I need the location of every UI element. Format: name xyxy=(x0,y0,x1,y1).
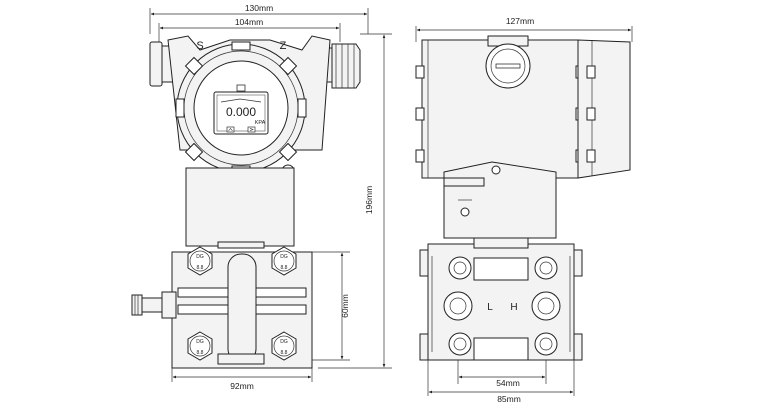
side-neck xyxy=(443,161,557,239)
display-button-up-icon[interactable] xyxy=(226,126,235,133)
svg-text:DG: DG xyxy=(196,254,204,260)
flange-bolt-top-right: DG 8.8 xyxy=(271,246,297,276)
lcd-display: 0.000 KPA xyxy=(213,84,269,135)
svg-text:DG: DG xyxy=(196,339,204,345)
dimension-85: 85mm xyxy=(427,360,575,404)
display-unit: KPA xyxy=(255,120,266,126)
dimension-60: 60mm xyxy=(312,251,350,361)
cover-notches xyxy=(175,41,307,175)
dimension-92-label: 92mm xyxy=(230,381,254,391)
vent-valve xyxy=(131,291,177,319)
flange-bolt-bottom-left: DG 8.8 xyxy=(187,331,213,361)
side-ports xyxy=(443,256,561,356)
svg-text:DG: DG xyxy=(280,254,288,260)
dimension-85-label: 85mm xyxy=(497,394,521,404)
svg-text:8.8: 8.8 xyxy=(281,350,288,356)
dimension-104-label: 104mm xyxy=(235,17,263,27)
dimension-54: 54mm xyxy=(457,360,547,388)
dimension-127-label: 127mm xyxy=(506,16,534,26)
side-top-plug xyxy=(485,35,531,89)
dimension-130: 130mm xyxy=(149,3,369,34)
svg-text:8.8: 8.8 xyxy=(197,350,204,356)
label-l: L xyxy=(487,302,493,313)
side-view: 127mm xyxy=(415,16,633,404)
flange-bolt-top-left: DG 8.8 xyxy=(187,246,213,276)
label-h: H xyxy=(510,302,517,313)
dimension-60-label: 60mm xyxy=(340,294,350,318)
dimension-104: 104mm xyxy=(158,17,341,42)
front-view: 130mm 104mm S Z xyxy=(131,3,392,391)
flange-bolt-bottom-right: DG 8.8 xyxy=(271,331,297,361)
dimension-127: 127mm xyxy=(415,16,633,42)
svg-text:8.8: 8.8 xyxy=(197,265,204,271)
dimension-196-label: 196mm xyxy=(364,186,374,214)
svg-text:8.8: 8.8 xyxy=(281,265,288,271)
dimension-54-label: 54mm xyxy=(496,378,520,388)
housing-neck xyxy=(185,167,295,247)
label-s: S xyxy=(196,40,203,52)
display-top-tab xyxy=(236,84,246,92)
dimension-196: 196mm xyxy=(318,33,392,369)
dimension-130-label: 130mm xyxy=(245,3,273,13)
display-button-right-icon[interactable] xyxy=(247,126,256,133)
label-z: Z xyxy=(280,40,287,52)
dimension-92: 92mm xyxy=(171,368,313,391)
svg-text:DG: DG xyxy=(280,339,288,345)
display-value: 0.000 xyxy=(226,105,256,119)
